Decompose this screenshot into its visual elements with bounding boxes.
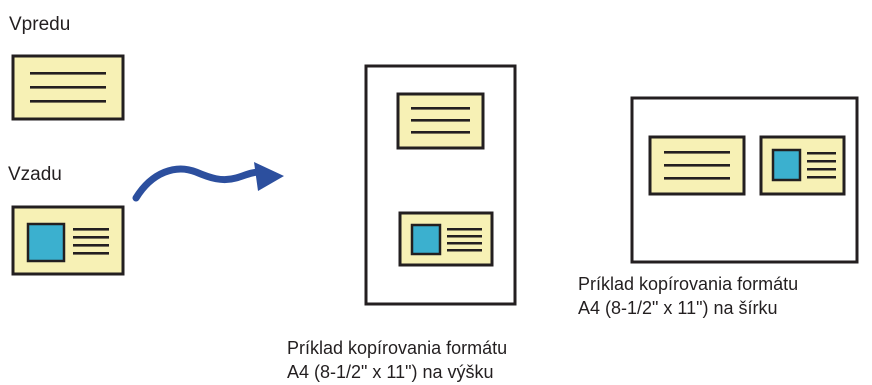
landscape-caption-line-2: A4 (8-1/2" x 11") na šírku bbox=[578, 298, 778, 318]
landscape-page bbox=[630, 96, 859, 264]
portrait-front-card-icon bbox=[396, 92, 485, 150]
portrait-caption: Príklad kopírovania formátu A4 (8-1/2" x… bbox=[287, 336, 507, 384]
front-label: Vpredu bbox=[9, 14, 71, 35]
portrait-caption-line-1: Príklad kopírovania formátu bbox=[287, 338, 508, 358]
landscape-front-card-icon bbox=[648, 135, 746, 196]
front-card-icon bbox=[11, 54, 125, 121]
curved-arrow-icon bbox=[132, 162, 284, 202]
portrait-page bbox=[364, 64, 517, 306]
landscape-caption-line-1: Príklad kopírovania formátu bbox=[578, 274, 799, 294]
portrait-caption-line-2: A4 (8-1/2" x 11") na výšku bbox=[287, 362, 494, 382]
landscape-caption: Príklad kopírovania formátu A4 (8-1/2" x… bbox=[578, 272, 798, 320]
landscape-back-card-icon bbox=[759, 135, 846, 196]
back-label: Vzadu bbox=[8, 164, 62, 185]
back-card-icon bbox=[11, 205, 125, 276]
portrait-back-card-icon bbox=[398, 211, 494, 267]
